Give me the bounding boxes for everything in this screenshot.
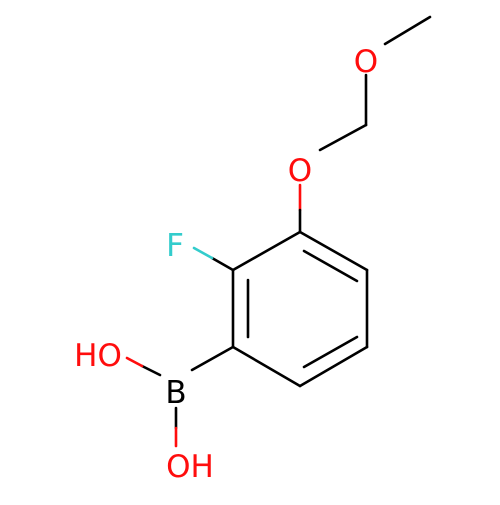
bond-ring-c3-c4	[298, 230, 369, 272]
ether-oxygen-label: O	[288, 153, 312, 189]
methoxy-oxygen-label: O	[354, 44, 378, 80]
bond-ring-c3-c4-inner	[302, 249, 359, 283]
fluorine-label: F	[166, 228, 184, 264]
bond-b-oh-top-color	[125, 356, 144, 368]
hydroxyl-top-label: HO	[74, 338, 122, 374]
bond-ring-c5-c6	[298, 345, 369, 388]
bond-c1-b	[190, 345, 235, 372]
bond-c2-f	[210, 256, 235, 272]
bond-b-oh-top	[140, 364, 162, 377]
bond-ch2-o	[318, 123, 368, 152]
bond-ring-c6-c1	[231, 345, 302, 388]
bond-methyl-o	[383, 15, 432, 46]
hydroxyl-bottom-label: OH	[166, 449, 214, 485]
bond-c2-f-color	[192, 246, 214, 260]
bond-ring-c5-c6-inner	[302, 335, 359, 369]
bond-ring-c2-c3	[231, 230, 302, 272]
boron-label: B	[165, 375, 186, 411]
